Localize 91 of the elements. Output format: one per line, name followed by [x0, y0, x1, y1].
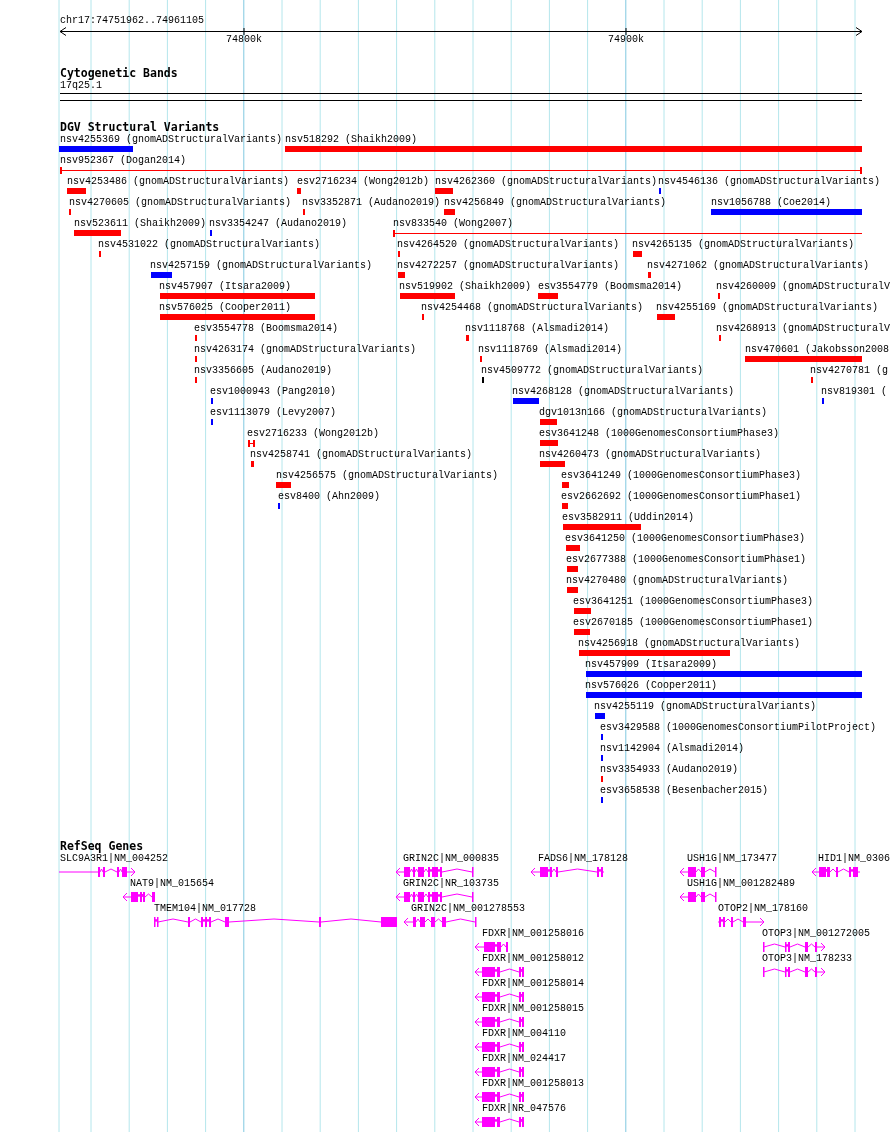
variant-label: nsv4272257 (gnomADStructuralVariants)	[397, 260, 620, 272]
band-label: 17q25.1	[60, 80, 102, 92]
variant-label: esv2662692 (1000GenomesConsortiumPhase1)	[561, 491, 802, 503]
variant-label: nsv4271062 (gnomADStructuralVariants)	[647, 260, 870, 272]
variant-label: nsv1118768 (Alsmadi2014)	[465, 323, 610, 335]
variant-label: nsv4268128 (gnomADStructuralVariants)	[512, 386, 735, 398]
variant-label: nsv518292 (Shaikh2009)	[285, 134, 418, 146]
gene-label: GRIN2C|NM_000835	[403, 853, 499, 865]
variant-label: nsv576026 (Cooper2011)	[585, 680, 718, 692]
variant-label: nsv4268913 (gnomADStructuralV	[716, 323, 890, 335]
gene-label: FDXR|NM_001258016	[482, 928, 585, 940]
variant-label: nsv1056788 (Coe2014)	[711, 197, 832, 209]
variant-label: nsv4264520 (gnomADStructuralVariants)	[397, 239, 620, 251]
variant-label: esv1113079 (Levy2007)	[210, 407, 337, 419]
variant-label: esv2716233 (Wong2012b)	[247, 428, 380, 440]
track-title: Cytogenetic Bands	[60, 67, 178, 80]
variant-label: nsv4253486 (gnomADStructuralVariants)	[67, 176, 290, 188]
variant-label: nsv519902 (Shaikh2009)	[399, 281, 532, 293]
gene-label: TMEM104|NM_017728	[154, 903, 257, 915]
variant-label: esv1000943 (Pang2010)	[210, 386, 337, 398]
variant-label: esv3429588 (1000GenomesConsortiumPilotProject)	[600, 722, 877, 734]
gene-label: FDXR|NM_001258013	[482, 1078, 585, 1090]
variant-label: esv3554779 (Boomsma2014)	[538, 281, 683, 293]
variant-label: nsv4256918 (gnomADStructuralVariants)	[578, 638, 801, 650]
variant-label: nsv457909 (Itsara2009)	[585, 659, 718, 671]
variant-label: nsv4270781 (g	[810, 365, 888, 377]
variant-label: nsv833540 (Wong2007)	[393, 218, 514, 230]
variant-label: nsv952367 (Dogan2014)	[60, 155, 187, 167]
gene-label: FDXR|NR_047576	[482, 1103, 566, 1115]
coordinate-label: chr17:74751962..74961105	[60, 15, 205, 27]
gene-label: USH1G|NM_001282489	[687, 878, 796, 890]
gene-label: FDXR|NM_001258014	[482, 978, 585, 990]
variant-label: nsv3354933 (Audano2019)	[600, 764, 739, 776]
variant-label: nsv4262360 (gnomADStructuralVariants)	[435, 176, 658, 188]
variant-label: nsv4265135 (gnomADStructuralVariants)	[632, 239, 855, 251]
variant-label: nsv4256575 (gnomADStructuralVariants)	[276, 470, 499, 482]
variant-label: esv3658538 (Besenbacher2015)	[600, 785, 769, 797]
variant-label: esv3641250 (1000GenomesConsortiumPhase3)	[565, 533, 806, 545]
variant-label: esv2677388 (1000GenomesConsortiumPhase1)	[566, 554, 807, 566]
variant-label: nsv4255169 (gnomADStructuralVariants)	[656, 302, 879, 314]
gene-label: USH1G|NM_173477	[687, 853, 777, 865]
variant-label: nsv457907 (Itsara2009)	[159, 281, 292, 293]
gene-label: FDXR|NM_001258015	[482, 1003, 585, 1015]
variant-label: nsv819301 (	[821, 386, 887, 398]
tick-label: 74800k	[226, 34, 262, 46]
gene-label: NAT9|NM_015654	[130, 878, 214, 890]
variant-label: nsv523611 (Shaikh2009)	[74, 218, 207, 230]
gene-label: GRIN2C|NR_103735	[403, 878, 499, 890]
variant-label: nsv1142904 (Alsmadi2014)	[600, 743, 745, 755]
tick-label: 74900k	[608, 34, 644, 46]
variant-label: nsv4257159 (gnomADStructuralVariants)	[150, 260, 373, 272]
variant-label: nsv576025 (Cooper2011)	[159, 302, 292, 314]
variant-label: nsv4546136 (gnomADStructuralVariants)	[658, 176, 881, 188]
gene-label: SLC9A3R1|NM_004252	[60, 853, 169, 865]
variant-label: nsv3352871 (Audano2019)	[302, 197, 441, 209]
variant-label: dgv1013n166 (gnomADStructuralVariants)	[539, 407, 768, 419]
variant-label: esv3582911 (Uddin2014)	[562, 512, 695, 524]
variant-label: nsv4254468 (gnomADStructuralVariants)	[421, 302, 644, 314]
variant-label: nsv470601 (Jakobsson2008	[745, 344, 890, 356]
gene-label: FDXR|NM_024417	[482, 1053, 566, 1065]
gene-label: OTOP3|NM_178233	[762, 953, 852, 965]
variant-label: esv3641249 (1000GenomesConsortiumPhase3)	[561, 470, 802, 482]
gene-label: FADS6|NM_178128	[538, 853, 628, 865]
variant-label: esv3641248 (1000GenomesConsortiumPhase3)	[539, 428, 780, 440]
gene-label: GRIN2C|NM_001278553	[411, 903, 526, 915]
variant-label: esv3554778 (Boomsma2014)	[194, 323, 339, 335]
gene-label: FDXR|NM_004110	[482, 1028, 566, 1040]
variant-label: nsv4255369 (gnomADStructuralVariants)	[60, 134, 283, 146]
variant-label: esv2670185 (1000GenomesConsortiumPhase1)	[573, 617, 814, 629]
variant-label: nsv4270480 (gnomADStructuralVariants)	[566, 575, 789, 587]
gene-label: OTOP3|NM_001272005	[762, 928, 871, 940]
variant-label: nsv4260473 (gnomADStructuralVariants)	[539, 449, 762, 461]
track-title: DGV Structural Variants	[60, 121, 220, 134]
variant-label: nsv3356605 (Audano2019)	[194, 365, 333, 377]
variant-label: nsv4531022 (gnomADStructuralVariants)	[98, 239, 321, 251]
gene-label: HID1|NM_0306	[818, 853, 890, 865]
variant-label: nsv4270605 (gnomADStructuralVariants)	[69, 197, 292, 209]
variant-label: nsv1118769 (Alsmadi2014)	[478, 344, 623, 356]
variant-label: nsv4263174 (gnomADStructuralVariants)	[194, 344, 417, 356]
variant-label: nsv4509772 (gnomADStructuralVariants)	[481, 365, 704, 377]
variant-label: esv2716234 (Wong2012b)	[297, 176, 430, 188]
variant-label: nsv4255119 (gnomADStructuralVariants)	[594, 701, 817, 713]
variant-label: nsv4260009 (gnomADStructuralV	[716, 281, 890, 293]
variant-label: esv8400 (Ahn2009)	[278, 491, 381, 503]
variant-label: esv3641251 (1000GenomesConsortiumPhase3)	[573, 596, 814, 608]
track-title: RefSeq Genes	[60, 840, 144, 853]
variant-label: nsv3354247 (Audano2019)	[209, 218, 348, 230]
variant-label: nsv4256849 (gnomADStructuralVariants)	[444, 197, 667, 209]
gene-label: OTOP2|NM_178160	[718, 903, 808, 915]
gene-label: FDXR|NM_001258012	[482, 953, 585, 965]
variant-label: nsv4258741 (gnomADStructuralVariants)	[250, 449, 473, 461]
